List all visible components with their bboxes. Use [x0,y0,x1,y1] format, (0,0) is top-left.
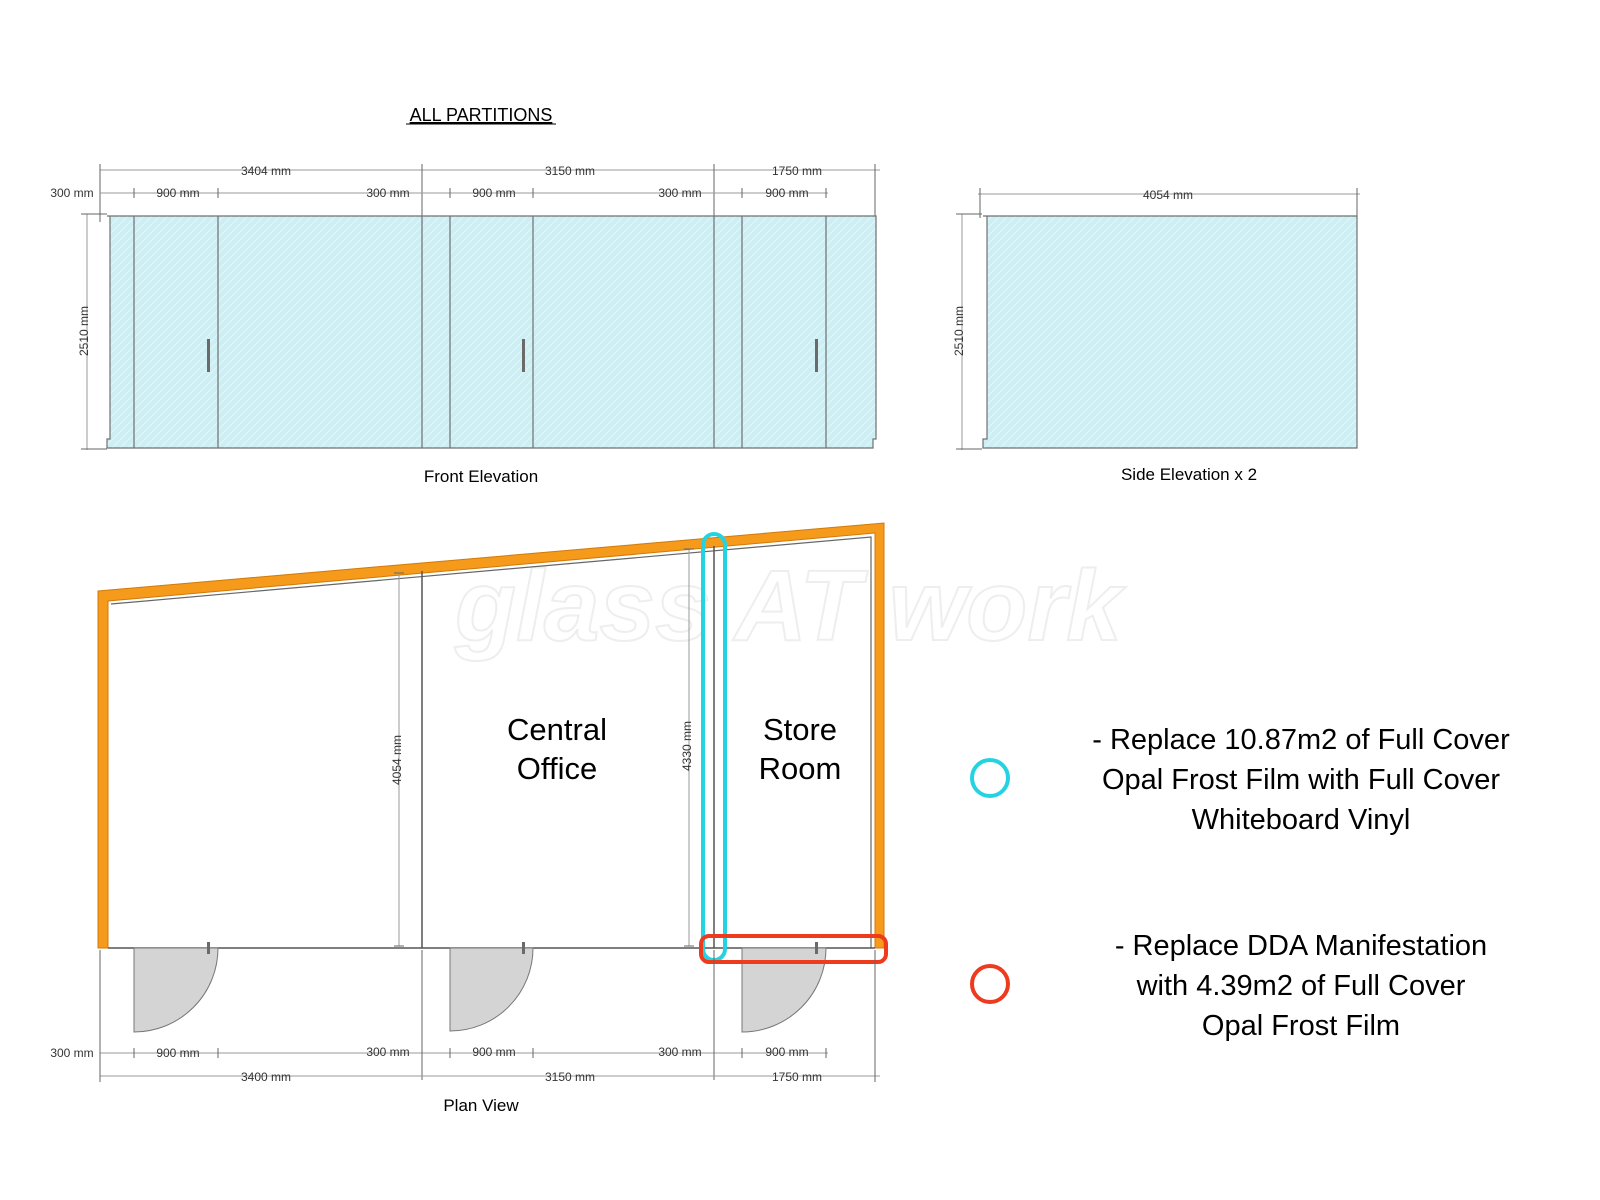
side-height-dimension-line [956,213,982,450]
plan-view: 4054 mm 4330 mm Central Office Store Roo… [50,522,888,1115]
front-bay-width-3: 1750 mm [772,164,822,178]
legend-cyan-line1: - Replace 10.87m2 of Full Cover [1092,724,1510,756]
drawing-title: ALL PARTITIONS [410,105,553,125]
room-label-central-line1: Central [507,712,607,747]
front-elevation: 3404 mm 3150 mm 1750 mm 300 mm 900 mm 30… [50,164,880,486]
existing-wall [97,522,885,949]
legend-red-line3: Opal Frost Film [1202,1010,1400,1042]
legend-red-line1: - Replace DDA Manifestation [1115,930,1487,962]
side-elevation: 4054 mm 2510 mm Side Elevation x 2 [952,188,1360,484]
legend: - Replace 10.87m2 of Full Cover Opal Fro… [970,724,1510,1042]
plan-sub-width-5: 300 mm [658,1045,701,1059]
room-label-central-line2: Office [517,751,597,786]
legend-red-line2: with 4.39m2 of Full Cover [1136,970,1466,1002]
plan-sub-width-1: 300 mm [50,1046,93,1060]
door-handles-front [207,339,818,372]
room-label-store-line2: Room [759,751,842,786]
plan-sub-dimension-line [100,950,828,1080]
plan-bay-width-3: 1750 mm [772,1070,822,1084]
side-height-label: 2510 mm [952,306,966,356]
front-sub-width-3: 300 mm [366,186,409,200]
plan-sub-width-3: 300 mm [366,1045,409,1059]
internal-partitions [421,546,715,948]
front-sub-width-6: 900 mm [765,186,808,200]
legend-cyan-line3: Whiteboard Vinyl [1192,804,1411,836]
side-glass-panel [982,215,1358,449]
legend-cyan-line2: Opal Frost Film with Full Cover [1102,764,1500,796]
front-elevation-caption: Front Elevation [424,467,538,486]
red-highlight-marker [699,934,888,964]
front-sub-width-5: 300 mm [658,186,701,200]
plan-depth-label-right: 4330 mm [680,721,694,771]
wall-inner-line [110,536,872,948]
plan-bay-dimension-line [99,950,880,1082]
front-height-dimension-line [81,213,107,450]
plan-bay-width-2: 3150 mm [545,1070,595,1084]
plan-depth-dimension-left [394,572,404,947]
plan-depth-dimension-right [684,548,694,947]
front-glass-outline [106,215,877,449]
front-bay-width-2: 3150 mm [545,164,595,178]
front-panel-divisions [133,216,827,448]
plan-sub-width-4: 900 mm [472,1045,515,1059]
watermark: glass AT work [454,550,1126,662]
room-label-store-line1: Store [763,712,837,747]
front-sub-width-1: 300 mm [50,186,93,200]
legend-red-circle [970,964,1010,1004]
front-sub-width-2: 900 mm [156,186,199,200]
plan-sub-width-6: 900 mm [765,1045,808,1059]
plan-sub-width-2: 900 mm [156,1046,199,1060]
front-sub-width-4: 900 mm [472,186,515,200]
side-elevation-caption: Side Elevation x 2 [1121,465,1257,484]
plan-bay-width-1: 3400 mm [241,1070,291,1084]
door-swings [133,942,827,1033]
legend-cyan-circle [970,758,1010,798]
plan-depth-label-left: 4054 mm [390,735,404,785]
side-width-label: 4054 mm [1143,188,1193,202]
front-bay-width-1: 3404 mm [241,164,291,178]
front-sub-dimension-line [100,188,828,198]
plan-view-caption: Plan View [443,1096,519,1115]
front-height-label: 2510 mm [77,306,91,356]
side-width-dimension-line [978,188,1360,218]
